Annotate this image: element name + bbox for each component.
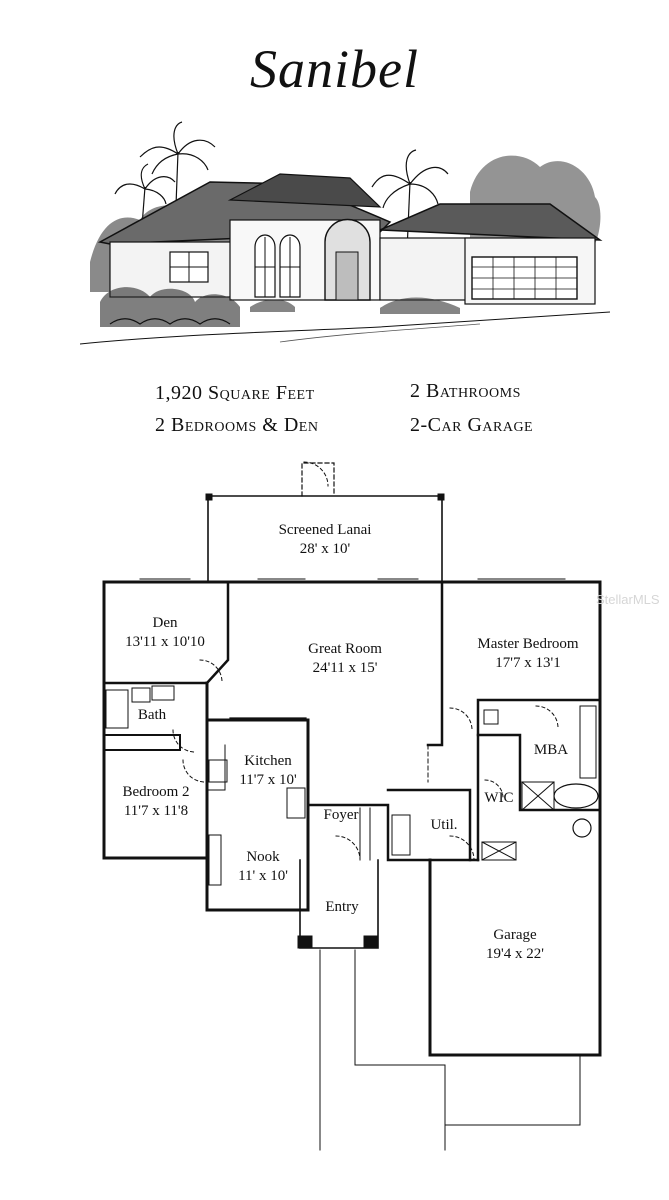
room-master-bedroom-name: Master Bedroom	[477, 636, 579, 652]
room-kitchen: Kitchen 11'7 x 10'	[228, 752, 308, 790]
room-nook: Nook 11' x 10'	[228, 848, 298, 886]
room-master-bedroom: Master Bedroom 17'7 x 13'1	[458, 635, 598, 673]
room-bath: Bath	[137, 707, 167, 723]
room-entry: Entry	[325, 899, 359, 915]
room-foyer: Foyer	[323, 807, 359, 823]
room-great-room-dims: 24'11 x 15'	[312, 660, 378, 676]
fact-square-feet: 1,920 Square Feet	[155, 382, 315, 404]
room-nook-dims: 11' x 10'	[238, 868, 288, 884]
room-nook-name: Nook	[246, 849, 280, 865]
room-den: Den 13'11 x 10'10	[105, 614, 225, 652]
room-mba: MBA	[533, 742, 569, 758]
room-lanai-name: Screened Lanai	[278, 522, 372, 538]
floor-plan	[102, 461, 602, 1151]
room-wic: WIC	[484, 790, 514, 806]
room-great-room: Great Room 24'11 x 15'	[280, 640, 410, 678]
room-garage-name: Garage	[493, 927, 537, 943]
fact-bathrooms: 2 Bathrooms	[410, 380, 521, 402]
room-master-bedroom-dims: 17'7 x 13'1	[495, 655, 561, 671]
room-kitchen-name: Kitchen	[244, 753, 292, 769]
room-kitchen-dims: 11'7 x 10'	[239, 772, 297, 788]
room-great-room-name: Great Room	[308, 641, 382, 657]
room-bedroom2-name: Bedroom 2	[122, 784, 190, 800]
room-garage-dims: 19'4 x 22'	[486, 946, 544, 962]
room-bedroom2: Bedroom 2 11'7 x 11'8	[108, 783, 204, 821]
room-garage: Garage 19'4 x 22'	[465, 926, 565, 964]
watermark: StellarMLS	[596, 592, 660, 607]
room-den-dims: 13'11 x 10'10	[125, 634, 205, 650]
room-util: Util.	[430, 817, 458, 833]
plan-title: Sanibel	[250, 39, 419, 99]
room-lanai-dims: 28' x 10'	[299, 541, 351, 557]
room-lanai: Screened Lanai 28' x 10'	[260, 521, 390, 559]
fact-bedrooms: 2 Bedrooms & Den	[155, 414, 319, 436]
fact-garage: 2-Car Garage	[410, 414, 534, 436]
house-rendering-illustration	[80, 121, 610, 345]
room-bedroom2-dims: 11'7 x 11'8	[123, 803, 189, 819]
room-den-name: Den	[152, 615, 178, 631]
